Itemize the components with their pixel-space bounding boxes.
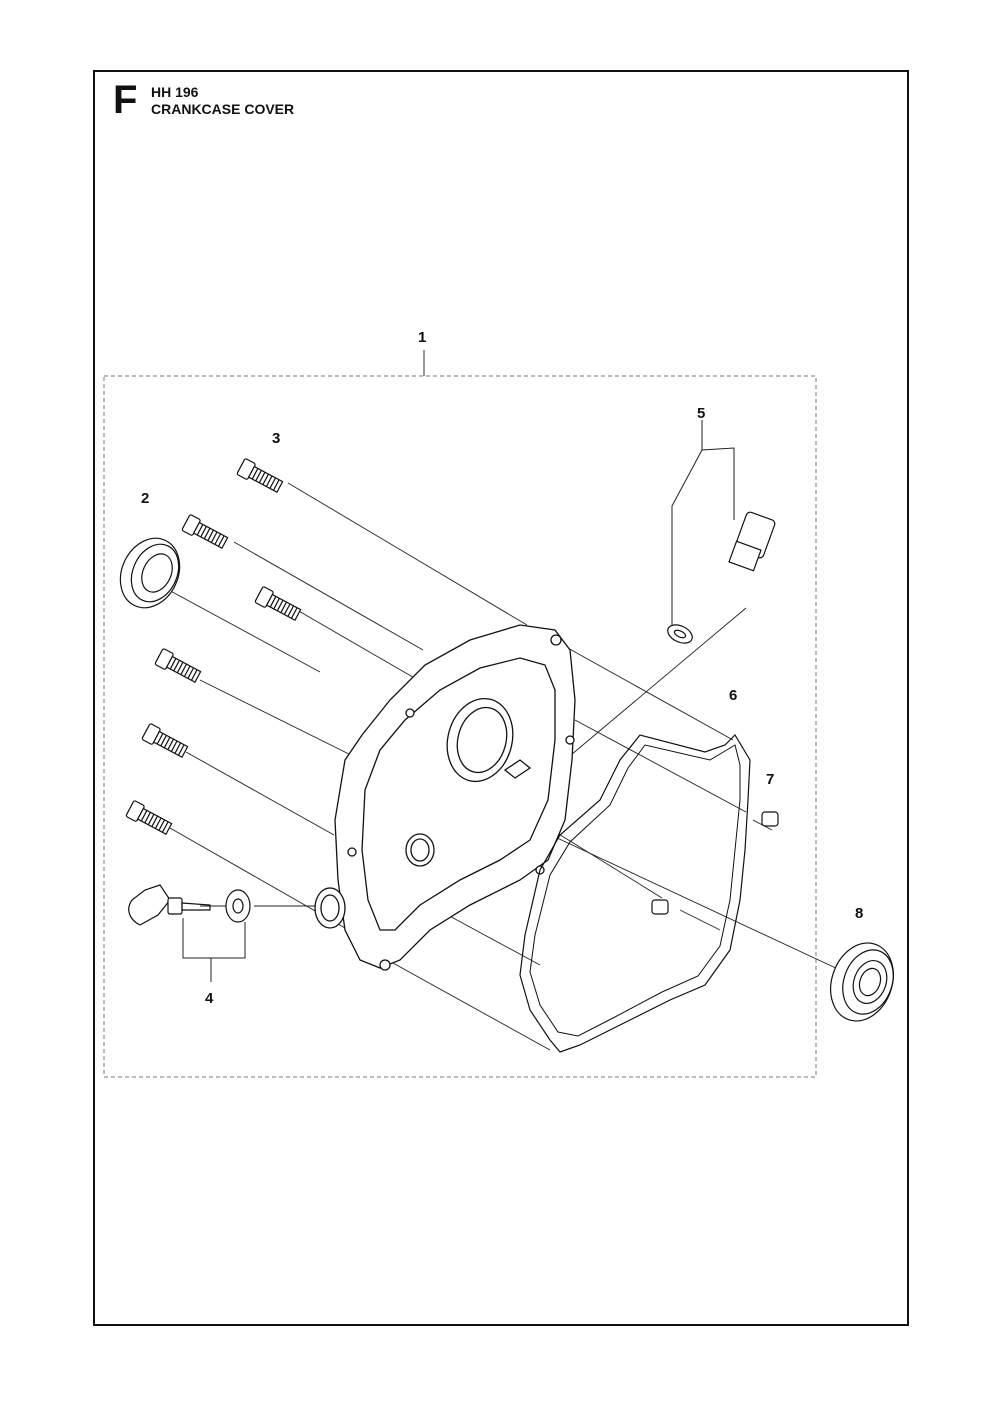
callout-1: 1 (418, 329, 426, 346)
page-title: CRANKCASE COVER (151, 101, 295, 117)
bolt-icon (125, 800, 173, 836)
gasket-icon (519, 734, 751, 1053)
dowel-pin-icon (651, 811, 779, 915)
callout-2: 2 (141, 490, 149, 507)
crankcase-cover-icon (314, 624, 576, 971)
bearing-icon (830, 942, 894, 1022)
model-label: HH 196 (151, 84, 199, 100)
callout-6: 6 (729, 687, 737, 704)
callout-5: 5 (697, 405, 705, 422)
bolt-icon (181, 514, 229, 550)
callout-8: 8 (855, 905, 863, 922)
callout-3: 3 (272, 430, 280, 447)
bolt-icon (141, 723, 189, 759)
callout-7: 7 (766, 771, 774, 788)
section-letter: F (113, 78, 138, 122)
dipstick-icon (128, 884, 251, 926)
oil-drain-plug-icon (667, 511, 776, 644)
bolt-icon (254, 586, 302, 622)
bolt-icon (154, 648, 202, 684)
bolt-group (125, 458, 302, 836)
page-frame (93, 70, 909, 1326)
oil-seal-icon (119, 537, 181, 609)
callout-4: 4 (205, 990, 214, 1007)
bolt-icon (236, 458, 284, 494)
